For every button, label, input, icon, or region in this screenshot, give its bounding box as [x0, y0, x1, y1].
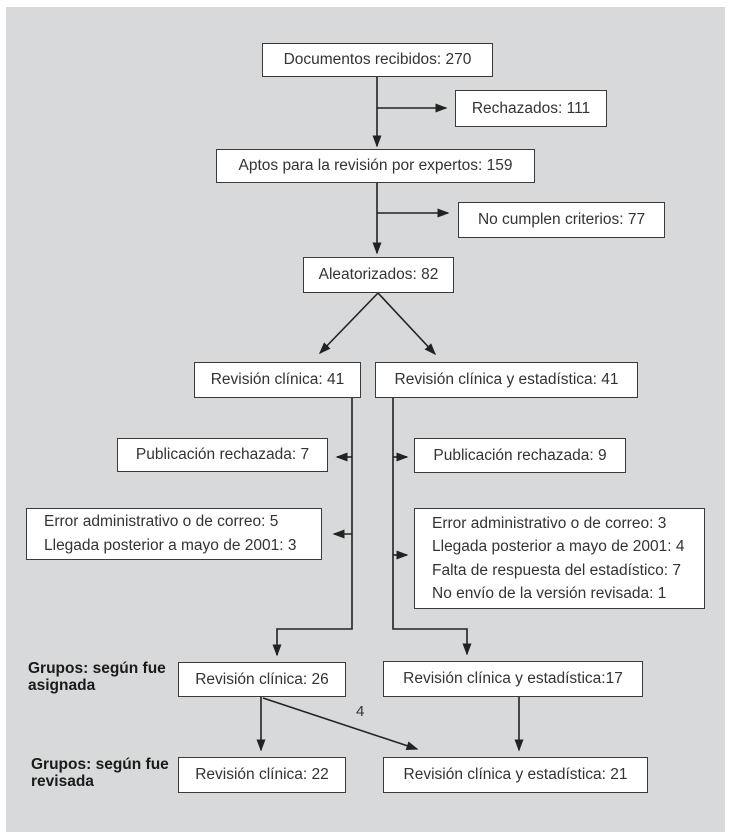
node-revision-clinica-estadistica-41: Revisión clínica y estadística: 41 [375, 362, 638, 398]
arrow-randomized-to-clinical41 [318, 292, 379, 355]
node-rechazados: Rechazados: 111 [455, 90, 607, 127]
loss-line: Llegada posterior a mayo de 2001: 4 [432, 538, 685, 555]
node-publicacion-rechazada-7: Publicación rechazada: 7 [117, 438, 328, 472]
loss-line: Error administrativo o de correo: 3 [432, 514, 667, 532]
node-aleatorizados: Aleatorizados: 82 [303, 257, 454, 293]
node-perdidas-revision-clinica: Error administrativo o de correo: 5 Lleg… [26, 508, 322, 560]
edge-label-crossover-4: 4 [356, 703, 365, 720]
label-grupos-segun-fue-revisada: Grupos: según fue revisada [31, 756, 169, 790]
node-revision-clinica-estadistica-17: Revisión clínica y estadística:17 [383, 661, 643, 697]
arrow-clinical41-to-clinical26 [272, 398, 353, 657]
loss-line: Error administrativo o de correo: 5 [44, 513, 279, 530]
label-line: Grupos: según fue [31, 756, 169, 773]
label-line: Grupos: según fue [28, 660, 166, 677]
node-revision-clinica-estadistica-21: Revisión clínica y estadística: 21 [383, 757, 648, 793]
node-publicacion-rechazada-9: Publicación rechazada: 9 [414, 438, 626, 473]
node-revision-clinica-41: Revisión clínica: 41 [194, 362, 361, 398]
loss-line: Falta de respuesta del estadístico: 7 [432, 561, 682, 579]
arrow-clinical26-to-clinstat21-crossover [262, 697, 419, 750]
arrow-randomized-to-clinstat41 [377, 292, 437, 356]
loss-line: No envío de la versión revisada: 1 [432, 585, 667, 602]
node-revision-clinica-22: Revisión clínica: 22 [178, 757, 346, 793]
arrow-clinstat41-to-clinstat17 [392, 398, 472, 656]
node-documentos-recibidos: Documentos recibidos: 270 [262, 43, 493, 77]
label-line: revisada [31, 773, 94, 790]
label-grupos-segun-fue-asignada: Grupos: según fue asignada [28, 660, 166, 694]
node-perdidas-revision-clinica-estadistica: Error administrativo o de correo: 3 Lleg… [414, 508, 705, 609]
label-line: asignada [28, 677, 96, 694]
node-aptos-revision-expertos: Aptos para la revisión por expertos: 159 [216, 149, 535, 183]
loss-line: Llegada posterior a mayo de 2001: 3 [44, 537, 297, 554]
node-revision-clinica-26: Revisión clínica: 26 [178, 662, 346, 697]
node-no-cumplen-criterios: No cumplen criterios: 77 [458, 202, 665, 238]
